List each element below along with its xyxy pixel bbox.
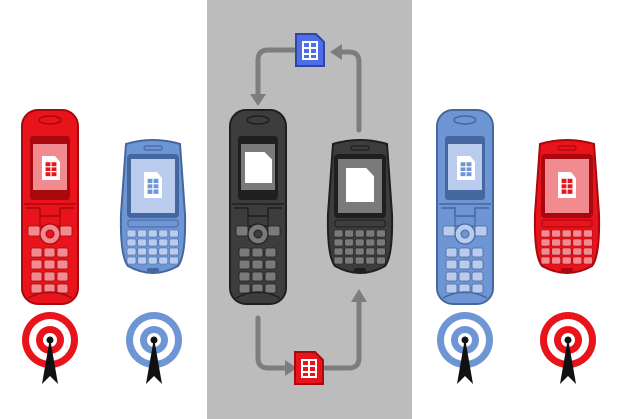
antenna-tower-icon (146, 336, 162, 384)
center-bar-phone (325, 138, 395, 278)
sim-card-icon (558, 172, 576, 198)
arrow-head-right-icon (285, 360, 297, 376)
sim-card-red-icon (293, 350, 325, 386)
center-flip-phone (228, 108, 288, 306)
arrow-sim-to-flip-icon (255, 47, 297, 99)
sim-card-icon (457, 156, 475, 180)
arrow-sim-to-bar-icon (323, 297, 362, 371)
left-flip-phone (20, 108, 80, 306)
antenna-tower-icon (42, 336, 58, 384)
antenna-tower-icon (457, 336, 473, 384)
right-red-tower (538, 310, 598, 386)
sim-card-blue-icon (294, 32, 326, 68)
right-flip-phone (435, 108, 495, 306)
left-bar-phone (118, 138, 188, 278)
arrow-head-up-icon (351, 289, 367, 302)
arrow-head-down-icon (250, 94, 266, 106)
antenna-tower-icon (560, 336, 576, 384)
sim-card-icon (144, 172, 162, 198)
sim-card-icon (346, 168, 374, 202)
left-red-tower (20, 310, 80, 386)
arrow-head-left-icon (330, 44, 342, 60)
arrow-flip-to-sim-icon (255, 315, 289, 371)
sim-card-icon (42, 156, 60, 180)
right-bar-phone (532, 138, 602, 278)
sim-card-icon (245, 152, 272, 183)
right-blue-tower (435, 310, 495, 386)
arrow-bar-to-sim-icon (337, 49, 362, 133)
left-blue-tower (124, 310, 184, 386)
